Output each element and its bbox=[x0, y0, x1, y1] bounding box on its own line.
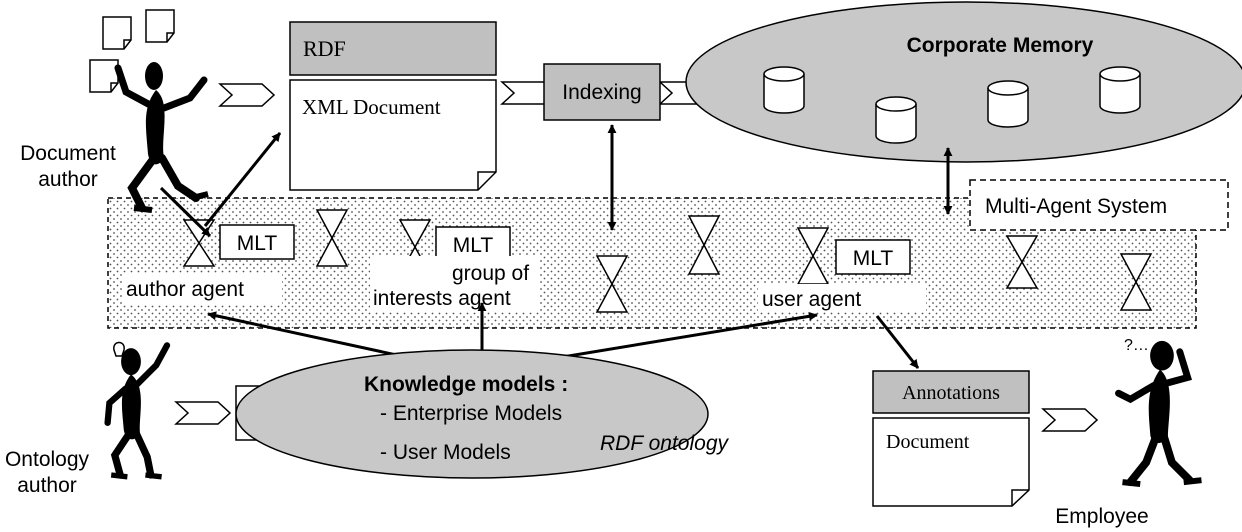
document-author-label: Document bbox=[20, 142, 116, 165]
mlt-box-author bbox=[219, 224, 295, 260]
annotations-label: Annotations bbox=[902, 382, 1000, 404]
lightbulb-icon bbox=[113, 341, 125, 357]
indexing-label: Indexing bbox=[562, 81, 641, 104]
multi-agent-system-box bbox=[969, 179, 1229, 231]
ontology-author-label-2: author bbox=[17, 474, 77, 497]
knowledge-models-title: Knowledge models : bbox=[364, 373, 568, 396]
database-cylinders bbox=[763, 66, 1141, 144]
employee-label: Employee bbox=[1055, 505, 1148, 528]
rdf-ontology-label: RDF ontology bbox=[600, 432, 730, 455]
enterprise-models-item: - Enterprise Models bbox=[380, 402, 562, 425]
xml-document-box bbox=[289, 79, 497, 191]
document-label: Document bbox=[886, 431, 970, 453]
user-agent-label: user agent bbox=[762, 288, 861, 311]
interests-agent-label: interests agent bbox=[373, 287, 511, 310]
mlt-box-user bbox=[835, 239, 911, 275]
ontology-author-figure bbox=[108, 345, 167, 476]
question-marks-icon: ?… bbox=[1124, 337, 1149, 354]
corporate-memory-ellipse bbox=[685, 1, 1242, 163]
document-icons bbox=[89, 9, 175, 93]
user-models-item: - User Models bbox=[380, 441, 511, 464]
multi-agent-system-label: Multi-Agent System bbox=[985, 195, 1167, 218]
group-of-label: group of bbox=[452, 262, 529, 285]
xml-document-label: XML Document bbox=[302, 95, 441, 119]
annotations-box bbox=[872, 370, 1030, 414]
indexing-box bbox=[543, 63, 661, 121]
ontology-author-label: Ontology bbox=[5, 448, 90, 471]
document-author-label-2: author bbox=[38, 168, 98, 191]
mlt-label-group: MLT bbox=[453, 234, 494, 257]
corporate-memory-title: Corporate Memory bbox=[907, 34, 1094, 57]
knowledge-models-ellipse bbox=[235, 349, 709, 479]
mlt-label-user: MLT bbox=[853, 247, 894, 270]
rdf-header-box bbox=[289, 21, 497, 76]
mlt-box-group bbox=[435, 226, 511, 262]
mlt-label-author: MLT bbox=[237, 232, 278, 255]
rdf-label: RDF bbox=[303, 36, 346, 61]
author-agent-label: author agent bbox=[126, 278, 244, 301]
document-author-figure bbox=[118, 62, 208, 210]
employee-figure bbox=[1119, 341, 1202, 484]
document-box bbox=[872, 417, 1030, 507]
